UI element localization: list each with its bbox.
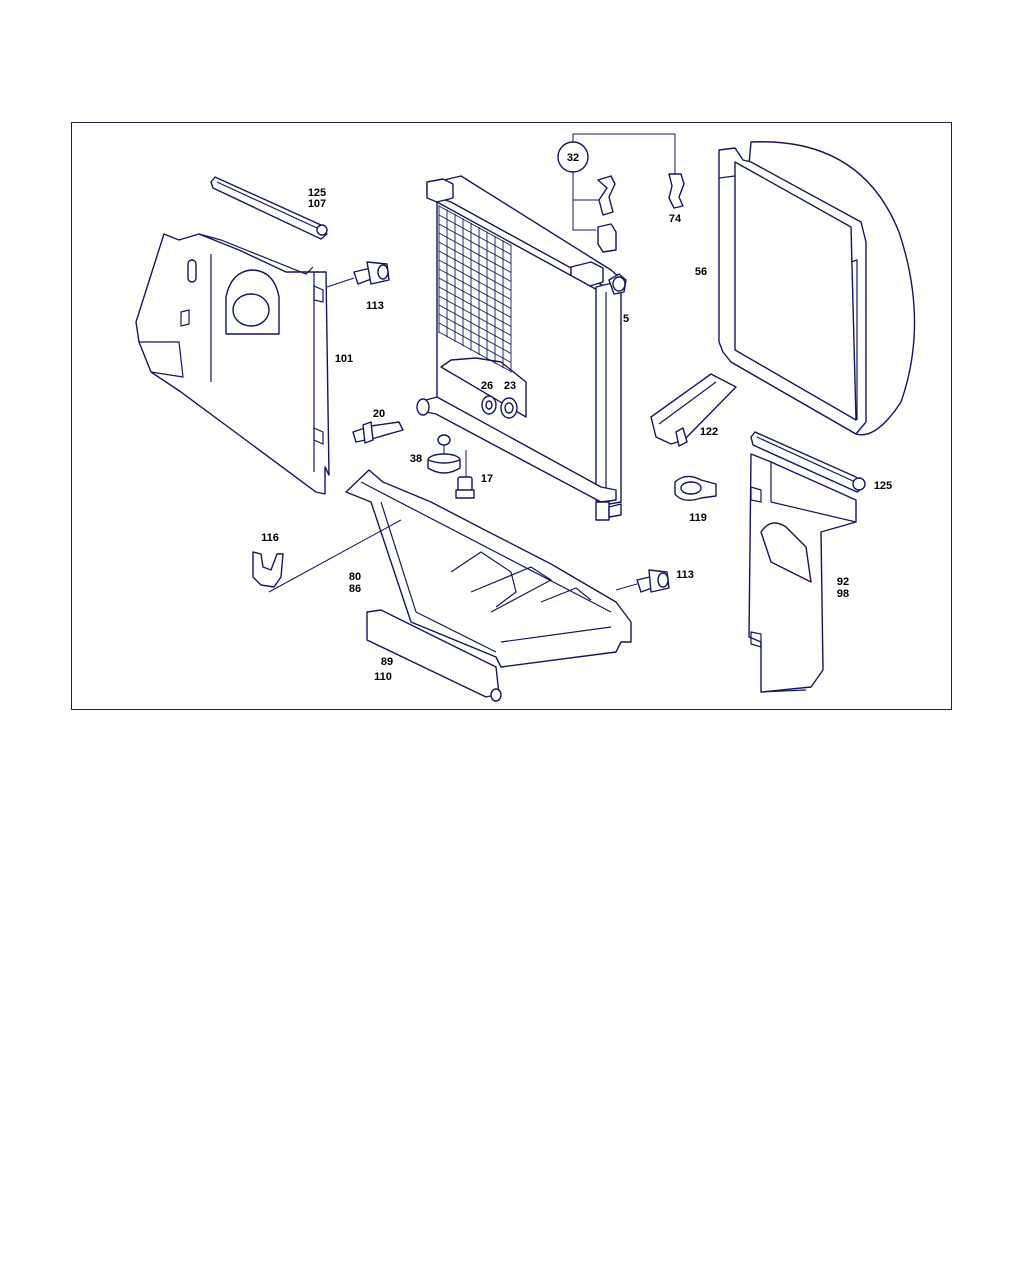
callout-98: 98 — [837, 588, 849, 600]
radiator-core-mesh — [438, 205, 512, 373]
callout-32: 32 — [567, 152, 579, 164]
callout-89: 89 — [381, 656, 393, 668]
callout-38: 38 — [410, 453, 422, 465]
callout-56: 56 — [695, 266, 707, 278]
mesh-line — [438, 250, 512, 291]
mesh-line — [438, 331, 512, 372]
washer-part-26[interactable] — [481, 395, 497, 415]
callout-116: 116 — [261, 532, 279, 544]
mesh-line — [438, 286, 512, 327]
fan-shroud-part-56[interactable] — [718, 141, 916, 436]
mesh-line — [438, 223, 512, 264]
parts-diagram: 125 107 113 101 32 74 56 5 26 23 20 122 … — [135, 133, 916, 702]
rod-part-125-107[interactable] — [210, 176, 328, 240]
mesh-line — [438, 241, 512, 282]
callout-74: 74 — [669, 213, 682, 225]
clip-part-119[interactable] — [674, 475, 717, 501]
callout-101: 101 — [335, 353, 353, 365]
callout-20: 20 — [373, 408, 385, 420]
lower-frame-part-80-86[interactable] — [345, 469, 632, 668]
mesh-line — [438, 322, 512, 363]
callout-107: 107 — [308, 198, 326, 210]
mesh-line — [438, 232, 512, 273]
seal-strip-part-89-110[interactable] — [366, 609, 502, 702]
callout-92: 92 — [837, 576, 849, 588]
mesh-line — [438, 304, 512, 345]
callout-113-right: 113 — [676, 569, 694, 581]
clip-part-116[interactable] — [252, 519, 402, 593]
push-rivet-part-113-right[interactable] — [615, 569, 670, 593]
callout-113-left: 113 — [366, 300, 384, 312]
drain-plug-part-17[interactable] — [455, 450, 475, 499]
mesh-line — [438, 313, 512, 354]
callout-23: 23 — [504, 380, 516, 392]
mesh-line — [438, 277, 512, 318]
left-air-guide-part-101[interactable] — [135, 233, 330, 495]
air-duct-part-122[interactable] — [650, 373, 737, 447]
callout-125-upper: 125 — [308, 187, 326, 199]
mesh-line — [438, 214, 512, 255]
bracket-part-32[interactable] — [557, 133, 676, 253]
callout-122: 122 — [700, 426, 718, 438]
mesh-line — [438, 259, 512, 300]
callout-110: 110 — [374, 671, 392, 683]
callout-80: 80 — [349, 571, 361, 583]
grommet-part-38[interactable] — [427, 434, 461, 474]
callout-125-right: 125 — [874, 480, 892, 492]
right-air-guide-part-92-98[interactable] — [748, 453, 857, 693]
callout-86: 86 — [349, 583, 361, 595]
mesh-line — [438, 268, 512, 309]
callout-26: 26 — [481, 380, 493, 392]
radiator-part-5[interactable] — [416, 175, 627, 521]
rod-part-125-right[interactable] — [750, 431, 866, 493]
mesh-line — [438, 295, 512, 336]
callout-5: 5 — [623, 313, 629, 325]
sensor-part-20[interactable] — [352, 421, 404, 444]
seal-part-23[interactable] — [500, 397, 518, 419]
mesh-line — [438, 205, 512, 246]
clip-part-74[interactable] — [668, 173, 685, 209]
push-rivet-part-113-left[interactable] — [326, 261, 390, 288]
callout-17: 17 — [481, 473, 493, 485]
callout-119: 119 — [689, 512, 707, 524]
